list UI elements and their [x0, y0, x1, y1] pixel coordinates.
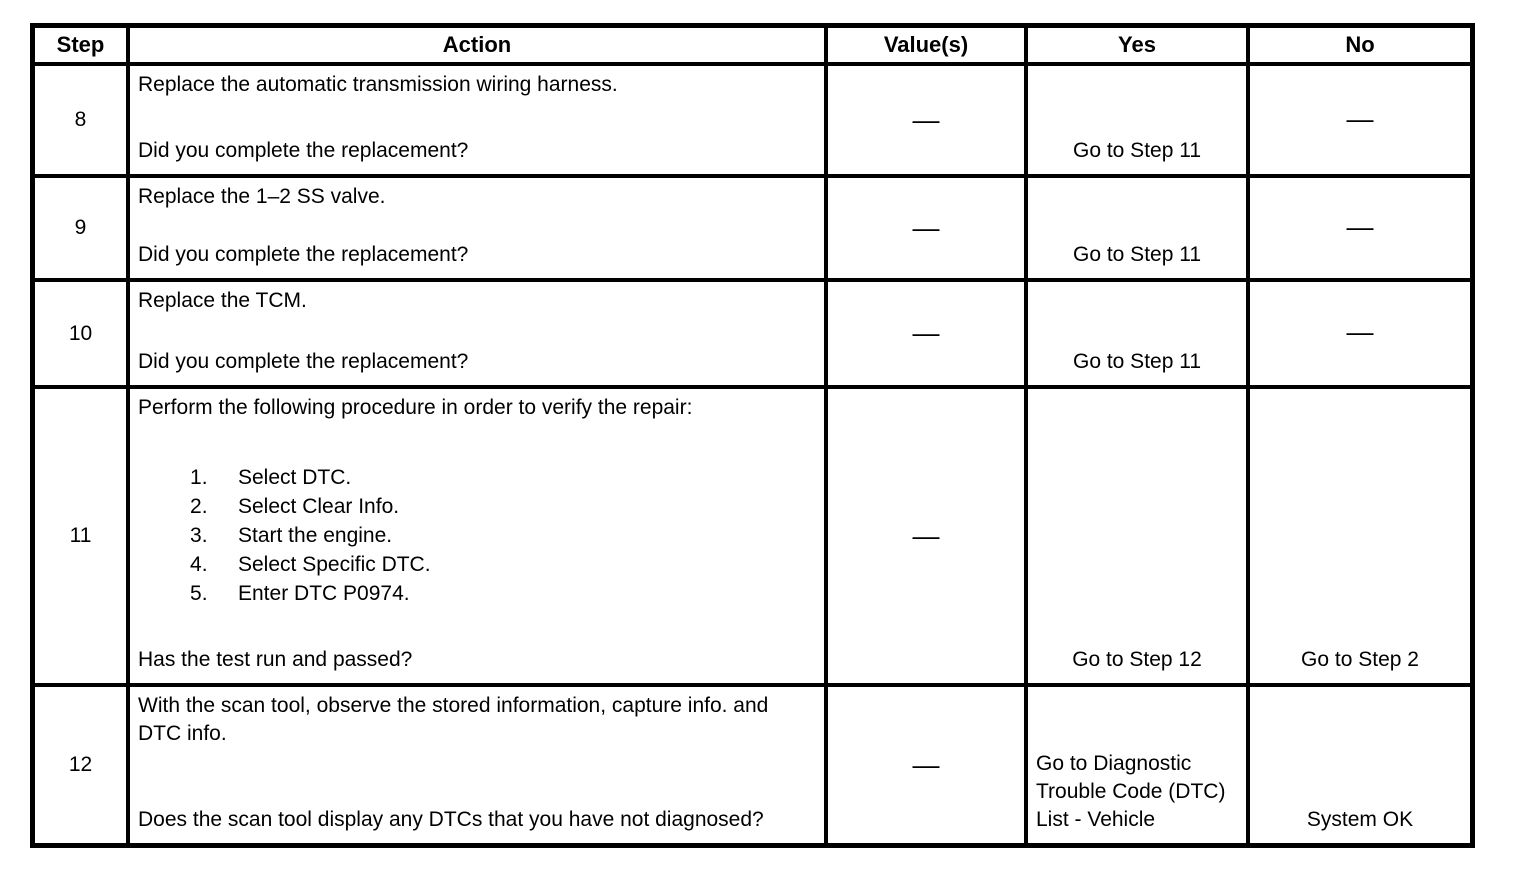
action-cell: Replace the 1–2 SS valve. Did you comple… — [130, 178, 828, 278]
action-text: Perform the following procedure in order… — [138, 396, 693, 419]
action-question-text: Did you complete the replacement? — [138, 139, 469, 162]
action-cell: With the scan tool, observe the stored i… — [130, 687, 828, 843]
column-header-no: No — [1345, 32, 1375, 57]
action-list-item: Select Specific DTC. — [238, 553, 431, 576]
action-question-text: Has the test run and passed? — [138, 648, 413, 671]
yes-cell: Go to Step 11 — [1028, 282, 1250, 385]
table-row: 8 Replace the automatic transmission wir… — [35, 66, 1470, 178]
value-cell: — — [828, 389, 1028, 683]
action-cell: Replace the TCM. Did you complete the re… — [130, 282, 828, 385]
column-header-step: Step — [35, 28, 130, 62]
yes-cell: Go to Diagnostic Trouble Code (DTC) List… — [1028, 687, 1250, 843]
action-procedure-list: Select DTC. Select Clear Info. Start the e… — [138, 463, 816, 608]
action-list-item: Enter DTC P0974. — [238, 582, 410, 605]
value-cell: — — [828, 178, 1028, 278]
action-question-text: Does the scan tool display any DTCs that… — [138, 808, 764, 831]
column-header-yes: Yes — [1028, 28, 1250, 62]
column-header-values: Value(s) — [828, 28, 1028, 62]
no-cell: — — [1346, 103, 1374, 134]
action-list-item: Select Clear Info. — [238, 495, 400, 518]
step-number-cell: 8 — [35, 66, 130, 174]
table-header-row: Step Action Value(s) Yes No — [35, 28, 1470, 66]
action-question-text: Did you complete the replacement? — [138, 243, 469, 266]
table-row: 10 Replace the TCM. Did you complete the… — [35, 282, 1470, 389]
action-list-item: Start the engine. — [238, 524, 393, 547]
action-question-text: Did you complete the replacement? — [138, 350, 469, 373]
value-cell: — — [828, 282, 1028, 385]
action-text: With the scan tool, observe the stored i… — [138, 694, 769, 745]
table-row: 9 Replace the 1–2 SS valve. Did you comp… — [35, 178, 1470, 282]
no-cell: Go to Step 2 — [1301, 648, 1419, 671]
action-list-item: Select DTC. — [238, 466, 352, 489]
value-cell: — — [828, 66, 1028, 174]
action-text: Replace the 1–2 SS valve. — [138, 185, 386, 208]
yes-cell: Go to Step 11 — [1028, 66, 1250, 174]
yes-cell: Go to Step 12 — [1028, 389, 1250, 683]
table-row: 12 With the scan tool, observe the store… — [35, 687, 1470, 843]
table-row: 11 Perform the following procedure in or… — [35, 389, 1470, 687]
action-cell: Replace the automatic transmission wirin… — [130, 66, 828, 174]
step-number-cell: 10 — [35, 282, 130, 385]
yes-cell: Go to Step 11 — [1028, 178, 1250, 278]
step-number-cell: 9 — [35, 178, 130, 278]
action-text: Replace the automatic transmission wirin… — [138, 73, 618, 96]
action-cell: Perform the following procedure in order… — [130, 389, 828, 683]
step-number-cell: 11 — [35, 389, 130, 683]
column-header-action: Action — [130, 28, 828, 62]
action-text: Replace the TCM. — [138, 289, 307, 312]
value-cell: — — [828, 687, 1028, 843]
no-cell: — — [1346, 317, 1374, 347]
diagnostic-step-table: Step Action Value(s) Yes No 8 Replace th… — [30, 23, 1475, 848]
no-cell: System OK — [1306, 808, 1414, 831]
no-cell: — — [1346, 211, 1374, 242]
step-number-cell: 12 — [35, 687, 130, 843]
